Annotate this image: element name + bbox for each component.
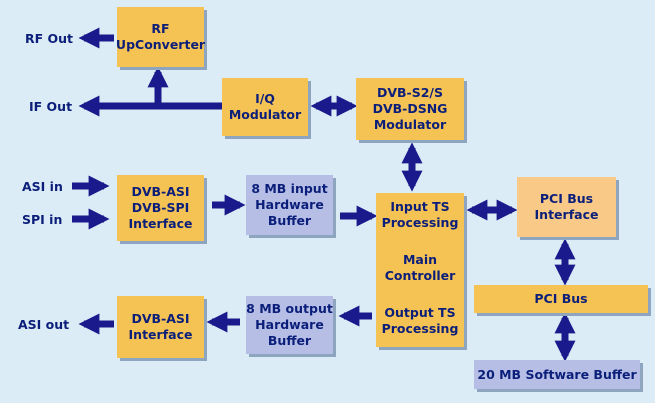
label-spi-in: SPI in (22, 212, 63, 227)
label-rf-out: RF Out (25, 31, 74, 46)
block-dvb-asi-out-interface: DVB-ASI Interface (117, 296, 204, 358)
input-ts-label: Input TS Processing (381, 199, 459, 230)
label-asi-out: ASI out (18, 317, 70, 332)
output-ts-label: Output TS Processing (381, 305, 459, 336)
main-controller-label: Main Controller (384, 252, 456, 283)
block-pci-bus-interface: PCI Bus Interface (517, 177, 616, 237)
block-main-controller: Input TS Processing Main Controller Outp… (376, 193, 464, 347)
block-pci-bus: PCI Bus (474, 285, 648, 313)
label-if-out: IF Out (29, 99, 73, 114)
block-input-buffer: 8 MB input Hardware Buffer (246, 175, 333, 235)
block-rf-upconverter: RF UpConverter (116, 7, 205, 67)
block-dvb-modulator: DVB-S2/S DVB-DSNG Modulator (356, 78, 464, 140)
block-dvb-asi-spi-interface: DVB-ASI DVB-SPI Interface (117, 175, 204, 241)
block-iq-modulator: I/Q Modulator (222, 78, 308, 136)
block-software-buffer: 20 MB Software Buffer (474, 360, 640, 389)
block-output-buffer: 8 MB output Hardware Buffer (246, 296, 333, 354)
label-asi-in: ASI in (22, 179, 63, 194)
